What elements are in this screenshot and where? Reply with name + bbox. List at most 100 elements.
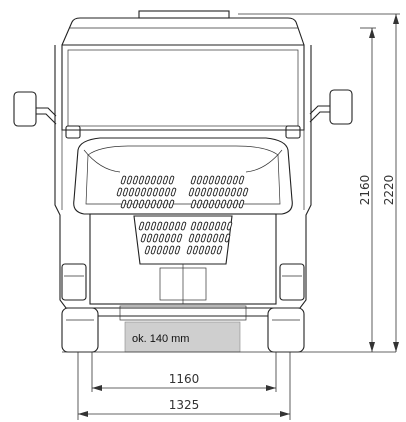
- dim-overall-width: 1325: [77, 352, 291, 420]
- vent-slot: [150, 175, 157, 185]
- vent-slot: [144, 199, 151, 209]
- vent-slot: [236, 187, 243, 197]
- vent-slot: [188, 233, 195, 243]
- vent-slot: [196, 199, 203, 209]
- vent-slot: [144, 245, 151, 255]
- vent-slot: [218, 233, 225, 243]
- vent-slot: [202, 199, 209, 209]
- right-fender: [279, 263, 305, 301]
- dim-track-width: 1160: [91, 352, 277, 392]
- vent-slot: [220, 199, 227, 209]
- vent-slot: [128, 187, 135, 197]
- vent-slot: [238, 175, 245, 185]
- vent-slot: [232, 175, 239, 185]
- vent-slot: [226, 199, 233, 209]
- vent-slot: [162, 199, 169, 209]
- vent-slot: [158, 233, 165, 243]
- vent-slot: [152, 233, 159, 243]
- vent-slot: [116, 187, 123, 197]
- vent-slot: [208, 221, 215, 231]
- vent-slot: [226, 221, 233, 231]
- vent-slot: [214, 221, 221, 231]
- vent-slot: [162, 175, 169, 185]
- left-wheel: [61, 307, 99, 353]
- vent-slot: [132, 175, 139, 185]
- vent-slot: [202, 175, 209, 185]
- vent-slot: [194, 233, 201, 243]
- front-panel: [89, 213, 277, 305]
- vent-slot: [122, 187, 129, 197]
- vent-slot: [202, 221, 209, 231]
- vent-slot: [206, 233, 213, 243]
- vent-slot: [120, 175, 127, 185]
- vent-slot: [242, 187, 249, 197]
- vent-slot: [206, 187, 213, 197]
- vent-slot: [144, 175, 151, 185]
- vent-slot: [138, 175, 145, 185]
- vent-slot: [190, 199, 197, 209]
- vent-slot: [200, 187, 207, 197]
- vent-slot: [212, 187, 219, 197]
- vent-slot: [144, 221, 151, 231]
- vent-slot: [162, 221, 169, 231]
- dim-height-inner: 2160: [358, 27, 376, 352]
- vent-slot: [156, 221, 163, 231]
- vent-slot: [134, 187, 141, 197]
- vent-slot: [232, 199, 239, 209]
- vent-slot: [164, 233, 171, 243]
- overall-width-value: 1325: [169, 398, 200, 412]
- vent-slot: [150, 245, 157, 255]
- hood: [73, 137, 293, 215]
- vent-slot: [168, 175, 175, 185]
- height-total-value: 2220: [382, 175, 396, 206]
- vent-slot: [174, 221, 181, 231]
- height-inner-value: 2160: [358, 175, 372, 206]
- vent-slot: [208, 199, 215, 209]
- vent-slot: [188, 187, 195, 197]
- roof: [61, 10, 305, 46]
- vent-slot: [216, 245, 223, 255]
- vent-slot: [146, 187, 153, 197]
- vent-slot: [186, 245, 193, 255]
- right-wheel: [267, 307, 305, 353]
- vent-slot: [214, 175, 221, 185]
- windshield: [61, 44, 305, 131]
- vent-slot: [196, 175, 203, 185]
- lower-vents: [138, 221, 233, 255]
- vent-slot: [120, 199, 127, 209]
- vent-slot: [156, 245, 163, 255]
- vent-slot: [212, 233, 219, 243]
- vent-slot: [238, 199, 245, 209]
- vent-slot: [190, 221, 197, 231]
- vent-slot: [132, 199, 139, 209]
- right-mirror: [309, 89, 353, 125]
- vent-slot: [198, 245, 205, 255]
- upper-vents: [116, 175, 249, 209]
- vent-slot: [158, 187, 165, 197]
- vent-slot: [138, 199, 145, 209]
- vent-slot: [162, 245, 169, 255]
- vent-slot: [224, 233, 231, 243]
- vent-slot: [194, 187, 201, 197]
- vent-slot: [138, 221, 145, 231]
- vent-slot: [156, 199, 163, 209]
- vent-slot: [150, 199, 157, 209]
- vent-slot: [152, 187, 159, 197]
- vent-slot: [190, 175, 197, 185]
- left-mirror: [13, 91, 57, 127]
- vent-slot: [170, 233, 177, 243]
- vent-slot: [196, 221, 203, 231]
- track-width-value: 1160: [169, 372, 200, 386]
- vent-slot: [168, 221, 175, 231]
- vent-slot: [220, 221, 227, 231]
- vent-slot: [192, 245, 199, 255]
- ground-clearance-box: ok. 140 mm: [124, 321, 241, 353]
- left-fender: [61, 263, 87, 301]
- vent-slot: [140, 187, 147, 197]
- vent-slot: [146, 233, 153, 243]
- vent-slot: [218, 187, 225, 197]
- vent-slot: [210, 245, 217, 255]
- vent-slot: [176, 233, 183, 243]
- vent-slot: [126, 175, 133, 185]
